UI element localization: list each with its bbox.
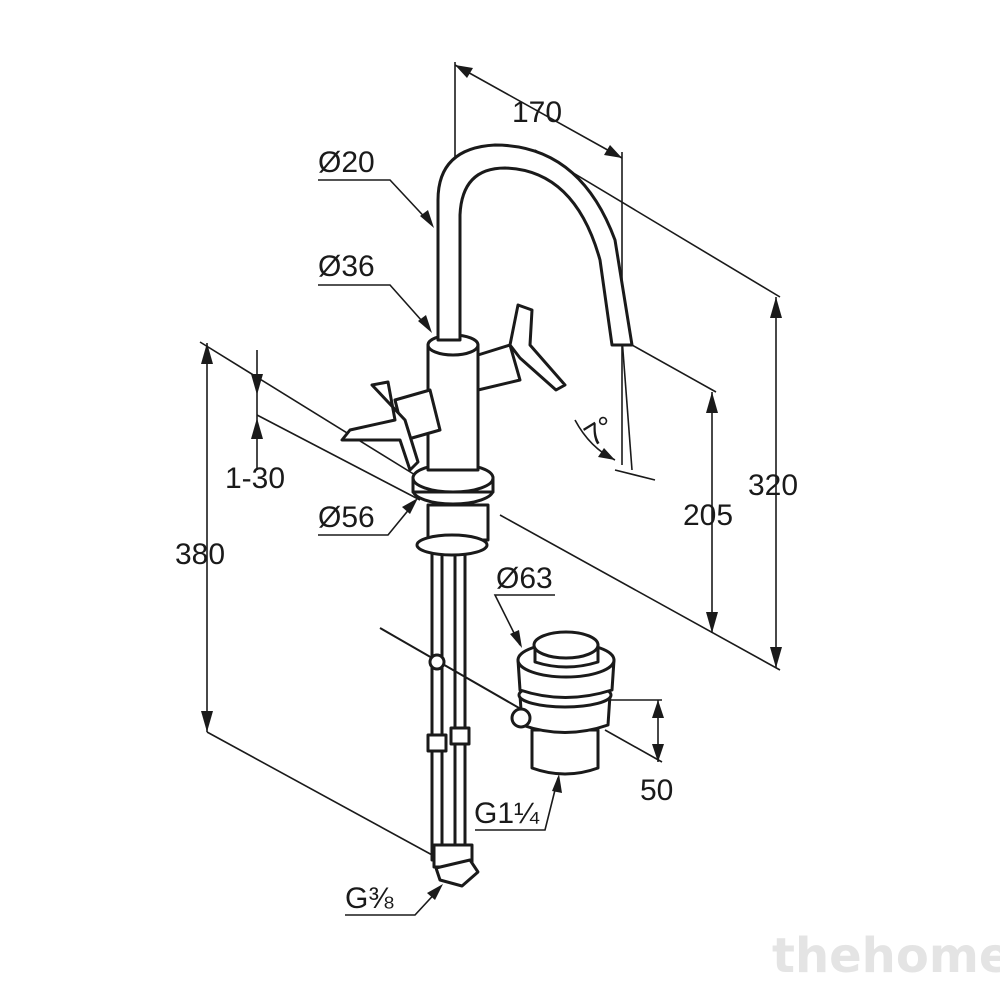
dim-label-1-30: 1-30 bbox=[225, 462, 285, 495]
faucet-body bbox=[340, 143, 634, 888]
dim-label-dia-20: Ø20 bbox=[318, 146, 375, 179]
dim-label-dia-56: Ø56 bbox=[318, 501, 375, 534]
thread-label-g1-1-4: G1¼ bbox=[474, 797, 540, 830]
watermark-logo: thehome bbox=[772, 928, 1000, 984]
dim-label-170: 170 bbox=[512, 96, 562, 129]
dim-label-320: 320 bbox=[748, 469, 798, 502]
dim-label-dia-36: Ø36 bbox=[318, 250, 375, 283]
dim-label-dia-63: Ø63 bbox=[496, 562, 553, 595]
dim-label-205: 205 bbox=[683, 499, 733, 532]
dim-label-7-degrees: 7° bbox=[579, 410, 621, 453]
dim-label-50: 50 bbox=[640, 774, 673, 807]
thread-label-g3-8: G⅜ bbox=[345, 882, 394, 915]
dimension-lines bbox=[199, 62, 782, 916]
pop-up-drain bbox=[510, 630, 616, 776]
dim-label-380: 380 bbox=[175, 538, 225, 571]
